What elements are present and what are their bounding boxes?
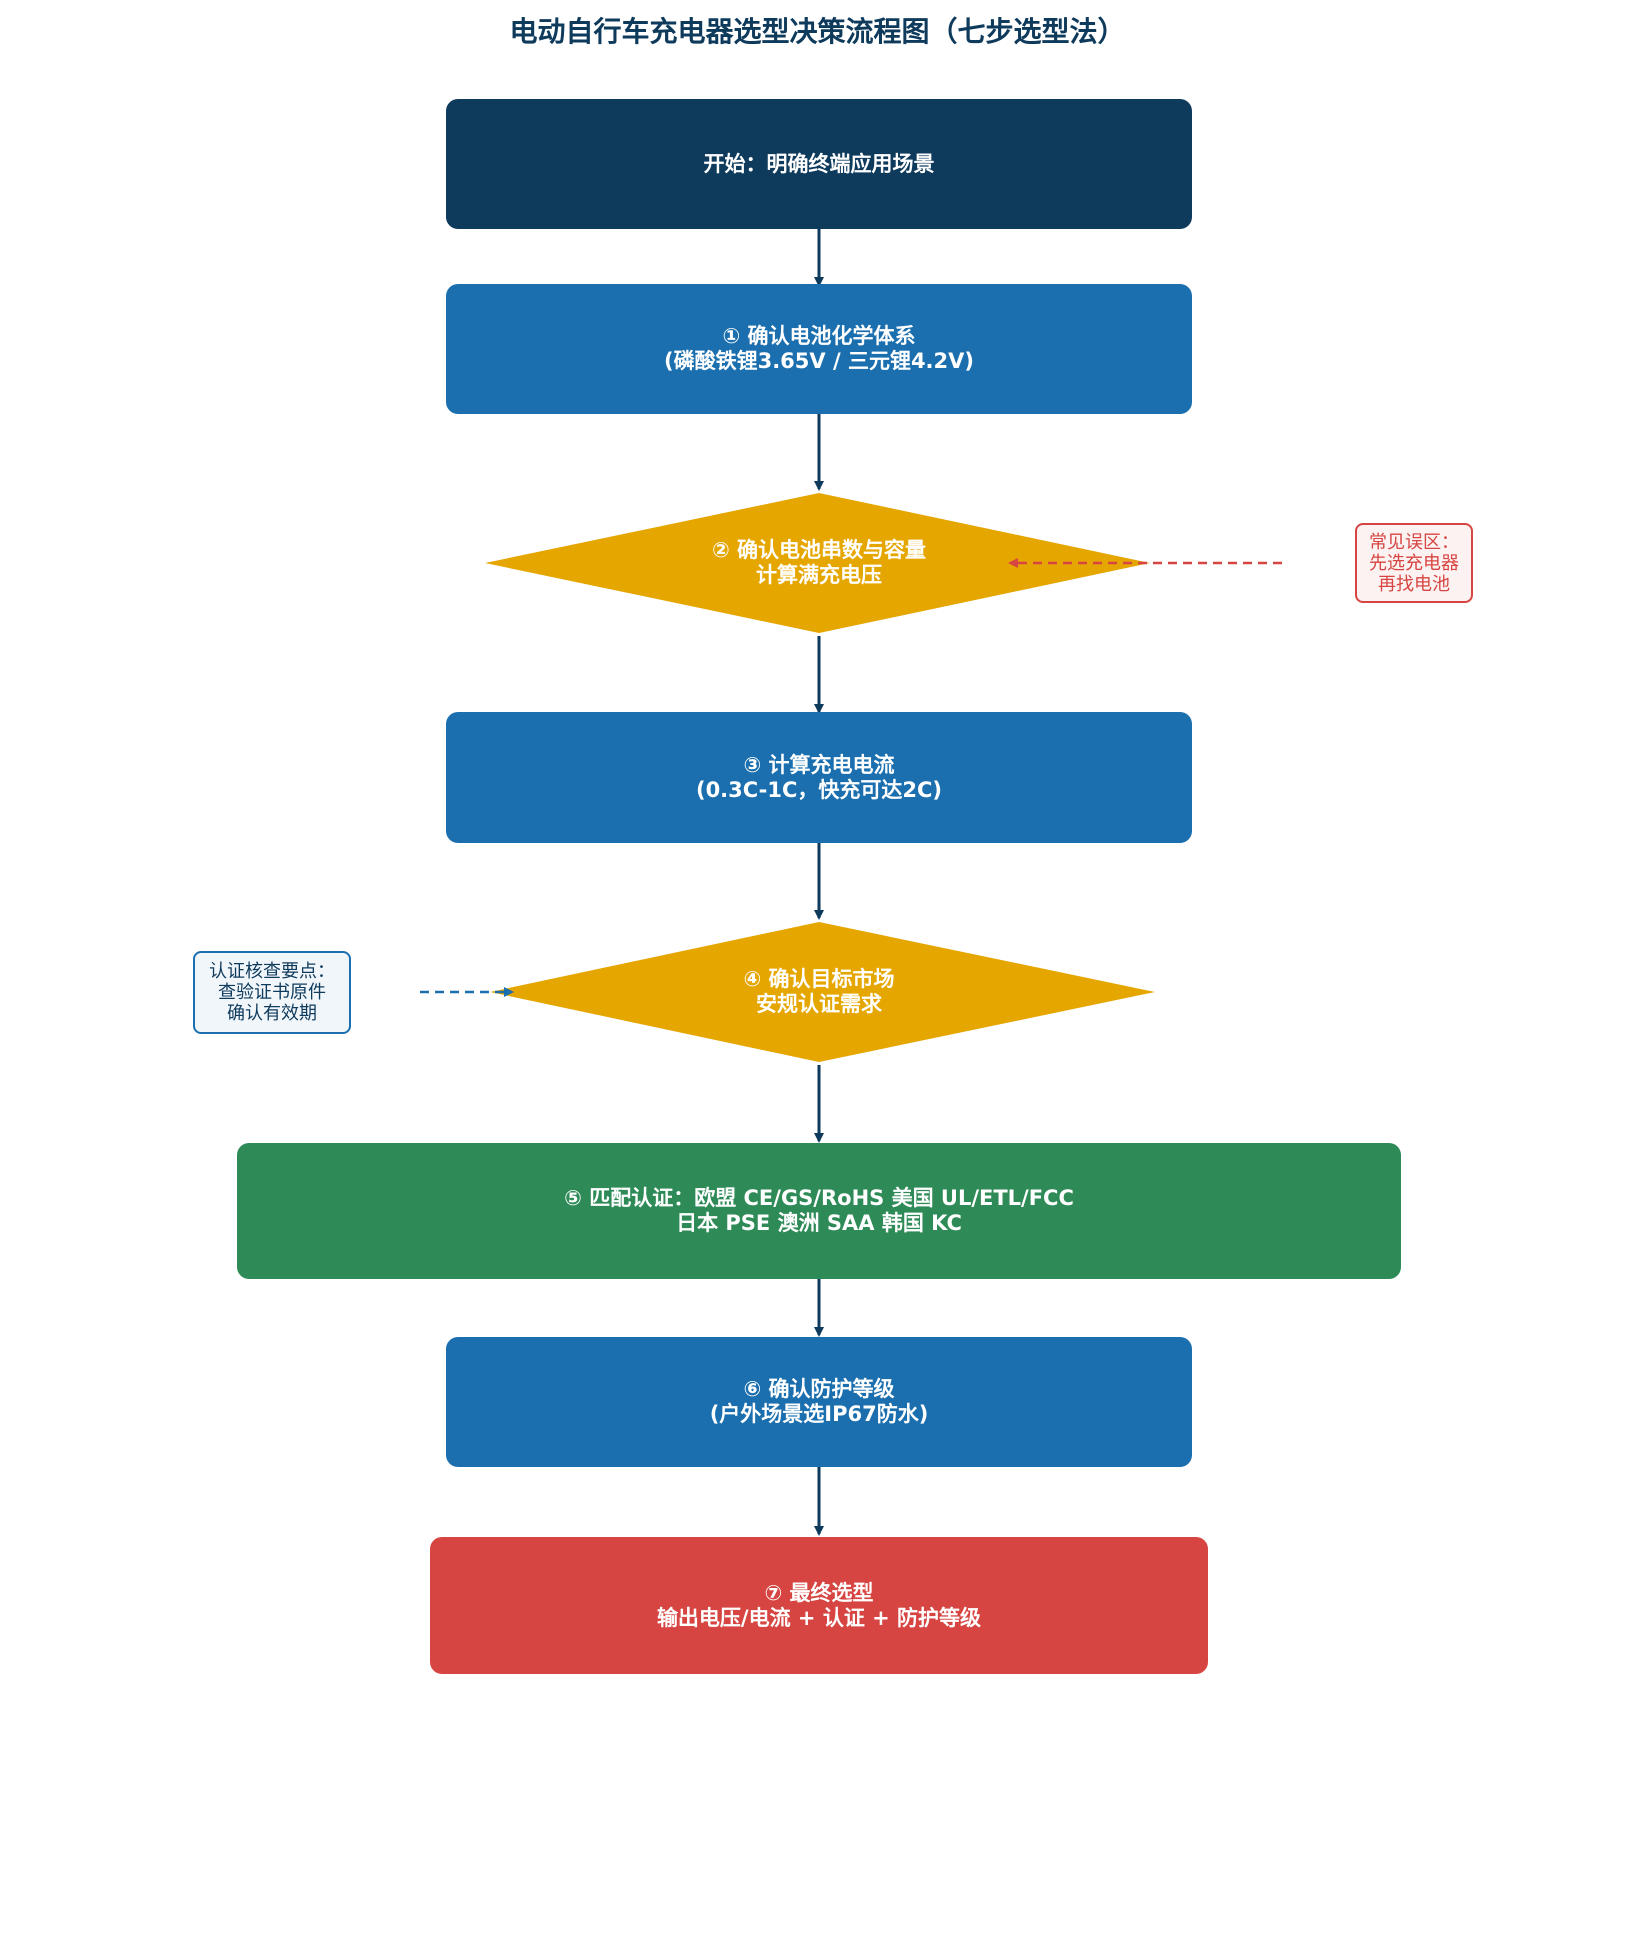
step6-detail: (户外场景选IP67防水) — [709, 1402, 929, 1426]
mistake-note-line2: 先选充电器 — [1369, 552, 1459, 574]
step6-title: ⑥ 确认防护等级 — [743, 1377, 895, 1401]
mistake-note: 常见误区： 先选充电器 再找电池 — [1355, 523, 1473, 603]
step7-title: ⑦ 最终选型 — [764, 1580, 874, 1605]
step3-node: ③ 计算充电电流 (0.3C-1C，快充可达2C) — [446, 712, 1192, 843]
step2-detail: 计算满充电压 — [756, 563, 882, 587]
step3-title: ③ 计算充电电流 — [743, 752, 895, 777]
step4-title: ④ 确认目标市场 — [743, 967, 895, 991]
step1-title: ① 确认电池化学体系 — [722, 324, 916, 348]
mistake-note-line3: 再找电池 — [1378, 573, 1450, 595]
step5-detail: 日本 PSE 澳洲 SAA 韩国 KC — [676, 1211, 962, 1235]
step1-detail: (磷酸铁锂3.65V / 三元锂4.2V) — [663, 349, 974, 373]
cert-check-note-line2: 查验证书原件 — [218, 982, 326, 1003]
step2-node: ② 确认电池串数与容量 计算满充电压 — [585, 523, 1053, 603]
mistake-note-line1: 常见误区： — [1369, 531, 1459, 553]
decision-diamond-step2 — [485, 493, 1150, 633]
start-node: 开始：明确终端应用场景 — [446, 99, 1192, 229]
step1-node: ① 确认电池化学体系 (磷酸铁锂3.65V / 三元锂4.2V) — [446, 284, 1192, 414]
step5-node: ⑤ 匹配认证：欧盟 CE/GS/RoHS 美国 UL/ETL/FCC 日本 PS… — [237, 1143, 1401, 1279]
diagram-title: 电动自行车充电器选型决策流程图（七步选型法） — [509, 15, 1126, 48]
start-node-label: 开始：明确终端应用场景 — [703, 151, 935, 176]
cert-check-note-line1: 认证核查要点： — [209, 961, 335, 982]
step2-title: ② 确认电池串数与容量 — [711, 538, 927, 562]
step3-detail: (0.3C-1C，快充可达2C) — [695, 777, 943, 802]
step7-node: ⑦ 最终选型 输出电压/电流 + 认证 + 防护等级 — [430, 1537, 1208, 1674]
cert-check-note-line3: 确认有效期 — [227, 1003, 317, 1024]
cert-check-note: 认证核查要点： 查验证书原件 确认有效期 — [193, 951, 351, 1034]
step6-node: ⑥ 确认防护等级 (户外场景选IP67防水) — [446, 1337, 1192, 1467]
step7-detail: 输出电压/电流 + 认证 + 防护等级 — [656, 1605, 982, 1630]
decision-diamond-step4 — [490, 922, 1155, 1062]
step4-detail: 安规认证需求 — [756, 992, 882, 1016]
step5-title: ⑤ 匹配认证：欧盟 CE/GS/RoHS 美国 UL/ETL/FCC — [564, 1186, 1074, 1210]
step4-node: ④ 确认目标市场 安规认证需求 — [585, 952, 1053, 1032]
